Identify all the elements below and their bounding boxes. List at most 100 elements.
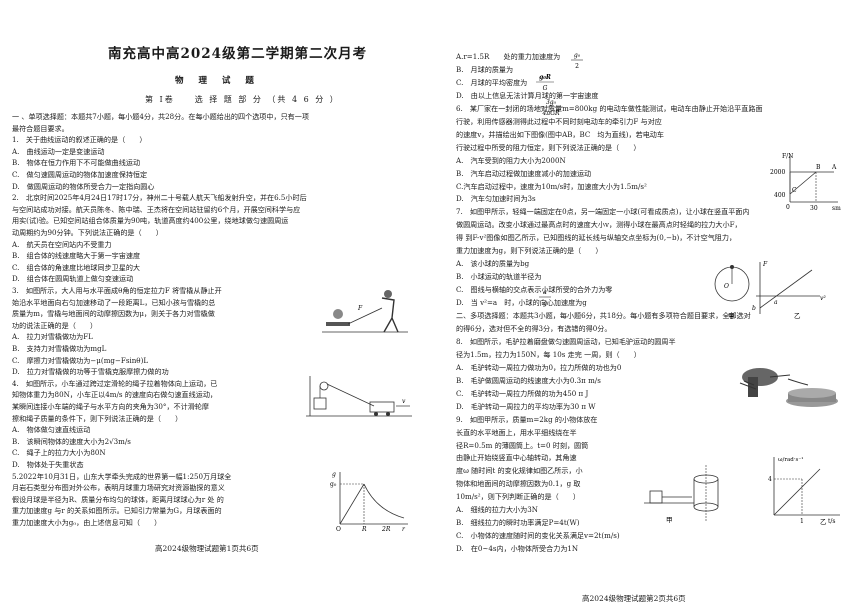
r-axis-label: r [402,526,406,533]
f-v-graph: F/N 2000 400 C B A 0 30 sm [770,153,841,212]
question-line: A. 拉力对雪橇做功为FL [12,332,93,342]
question-line: 8. 如图所示，毛驴拉着磨盘做匀速圆周运动，已知毛驴运动的圆周半 [456,336,676,346]
question-line: D. 汽车匀加速时间为3s [456,194,536,204]
question-line: D. 组合体在圆周轨道上做匀变速运动 [12,274,134,284]
question-line: 物体和地面间的动摩擦因数为0.1，g 取 [456,479,581,489]
page-footer-left: 高2024级物理试题第1页共6页 [155,544,259,553]
fraction-q5a: g₀ 2 [571,52,583,70]
question-line: 7. 如图甲所示，轻绳一端固定在0点，另一端固定一小球(可看成质点)，让小球在竖… [456,207,750,217]
question-line: 4. 如图所示，小车通过跨过定滑轮的绳子拉着物体向上运动，已 [12,378,218,388]
question-line: C. 做匀速圆周运动的物体加速度保持恒定 [12,170,148,179]
center-o-label: O [724,283,729,290]
question-line: D. 毛驴转动一周拉力的平均功率为30 π W [456,401,596,411]
question-line: 某瞬间连接小车端的绳子与水平方向的夹角为30°，不计滑轮摩 [12,402,210,411]
question-line: 做圆周运动。改变小球通过最高点时的速度大小v，测得小球在最高点时轻绳的拉力大小F… [456,220,742,230]
question-line: C. 摩擦力对雪橇做功为−μ(mg−Fsinθ)L [12,355,149,365]
fraction-numerator: g₀ [574,52,581,59]
question-line: D. 物体处于失重状态 [12,460,84,469]
question-line: 重力加速度大小为g₀，由上述信息可知（ ） [12,518,162,527]
svg-text:F: F [357,305,363,312]
question-line: 知物体重力为80N，小车正以4m/s 的速度向右做匀速直线运动， [12,390,218,400]
fig-jia-label: 甲 [666,516,673,524]
question-line: 行驶，利用传感器测得此过程中不同时刻电动车的牵引力F 与对应 [456,116,662,126]
g-r-graph: g g₀ O R 2R r [330,471,408,533]
fig-yi-label: 乙 [794,312,801,320]
y-tick-400: 400 [774,192,786,199]
point-a-label: A [831,164,837,171]
t-axis-label: t/s [828,518,836,525]
part-title: 第 Ⅰ卷 选 择 题 部 分 （共 4 6 分 ） [145,95,340,104]
question-line: B. 支持力对雪橇做功为mgL [12,344,107,353]
question-line: 长直的水平地面上，用水平细线绕在半 [456,427,577,437]
question-line: 由静止开始绕竖直中心轴转动，其角速 [456,453,577,463]
fig-yi-label: 乙 [820,518,827,526]
question-line: 重力加速度g 与r 的关系如图所示。已知引力常量为G，月球表面的 [12,506,222,516]
circle-and-f-v2-graph: O F v² a b 甲 乙 [714,261,826,320]
sled-figure: F [322,290,408,333]
fraction-numerator: g₀R [539,74,551,81]
question-line: 6. 某厂家在一封闭的场地对质量m=800kg 的电动车做性能测试，电动车由静止… [456,103,763,113]
v2-axis-label: v² [820,295,826,302]
b-label: b [752,305,756,312]
f-axis-label: F/N [782,153,793,160]
fraction-q5b: g₀R G [536,74,554,92]
fraction-q7b: a g [539,288,551,307]
question-line: B. 毛驴做圆周运动的线速度大小为0.3π m/s [456,375,601,385]
page-left: 南充高中高2024级第二学期第二次月考 物 理 试 题 第 Ⅰ卷 选 择 题 部… [12,46,412,553]
question-line: C. 组合体的角速度比地球同步卫星的大 [12,262,141,272]
v-axis-label: sm [832,205,841,212]
question-line: B. 小球运动的轨道半径为 [456,272,542,282]
r-tick-label: R [361,526,367,533]
question-line: A. 毛驴转动一周拉力做功为0，拉力所做的功也为0 [456,362,622,372]
question-line: 10m/s²，则下列判断正确的是（ ） [456,492,580,502]
y-tick-4: 4 [768,476,772,483]
question-line: B. 细线拉力的瞬时功率满足P=4t(W) [456,518,580,528]
question-line: 得 到F-v²图像如图乙所示，已知图线的延长线与纵轴交点坐标为(0,−b)，不计… [456,233,737,243]
fraction-denominator: 4πGR [541,110,560,117]
question-line: C. 毛驴转动一周拉力所做的功为450 π J [456,388,589,398]
question-line: A. 航天员在空间站内不受重力 [12,239,112,249]
g0-label: g₀ [330,481,337,488]
question-line: A. 汽车受到的阻力大小为2000N [456,155,566,165]
question-line: 的速度v，并描绘出如下图像(图中AB，BC 均为直线)，若电动车 [456,129,664,139]
fig-jia-label: 甲 [728,312,735,320]
question-line: 9. 如图甲所示，质量m=2kg 的小物体放在 [456,414,598,424]
donkey-millstone-figure [739,368,838,407]
question-line: 行驶过程中所受的阻力恒定，则下列说法正确的是（ ） [456,142,641,152]
question-line: 擦和绳子质量的条件下，则下列说法正确的是（ ） [12,413,183,423]
question-line: 1. 关于曲线运动的叙述正确的是（ ） [12,135,147,145]
question-line: C. 绳子上的拉力大小为80N [12,448,106,458]
question-line: B. 汽车启动过程做加速度减小的加速运动 [456,168,592,178]
question-line: 度ω 随时间t 的变化规律如图乙所示，小 [456,466,583,476]
question-line: 与空间站成功对接。航天员陈冬、陈中瑞、王杰将在空间站驻留约6个月，开展空间科学与… [12,204,301,214]
question-line: 径为1.5m，拉力为150N，每 10s 走完 一周，则（ ） [456,349,641,359]
question-line: 动周期约为90分钟。下列说法正确的是（ ） [12,228,163,237]
fraction-numerator: 3g₀ [546,99,557,106]
question-line: C. 月球的平均密度为 [456,77,528,87]
page-footer-right: 高2024级物理试题第2页共6页 [582,594,686,603]
question-line: D. 在0~4s内，小物体所受合力为1N [456,544,579,554]
x-tick-30: 30 [810,205,818,212]
question-line: A. 该小球的质量为bg [456,259,530,269]
question-line: A. 细线的拉力大小为3N [456,505,538,515]
omega-axis-label: ω/rad·s⁻¹ [778,456,803,463]
exam-title: 南充高中高2024级第二学期第二次月考 [108,46,368,62]
question-line: 2. 北京时间2025年4月24日17时17分，神州二十号载人航天飞船发射升空，… [12,193,307,203]
question-line: A.r=1.5R 处的重力加速度为 [456,52,561,61]
question-line: C.汽车启动过程中，速度为10m/s时，加速度大小为1.5m/s² [456,181,647,191]
a-label: a [774,299,778,306]
question-line: D. 做圆周运动的物体所受合力一定指向圆心 [12,181,155,191]
fraction-denominator: 2 [575,63,579,70]
point-c-label: C [792,187,797,194]
question-line: B. 物体在恒力作用下不可能做曲线运动 [12,158,141,168]
question-line: 假设月球是半径为R、质量分布均匀的球体，距离月球球心为r 处 的 [12,494,224,504]
fraction-numerator: a [543,288,547,296]
origin-label: 0 [786,204,790,211]
question-line: 一 、单项选择题：本题共7小题，每小题4分，共28分。在每小题给出的四个选项中，… [12,112,309,121]
question-line: B. 该瞬间物体的速度大小为2√3m/s [12,436,131,446]
question-line: 始沿水平地面向右匀加速移动了一段距离L，已知小孩与雪橇的总 [12,297,216,307]
g-axis-label: g [332,471,336,478]
question-line: 的得6分，选对但不全的得3分，有选错的得0分。 [456,323,612,333]
point-b-label: B [816,164,821,171]
